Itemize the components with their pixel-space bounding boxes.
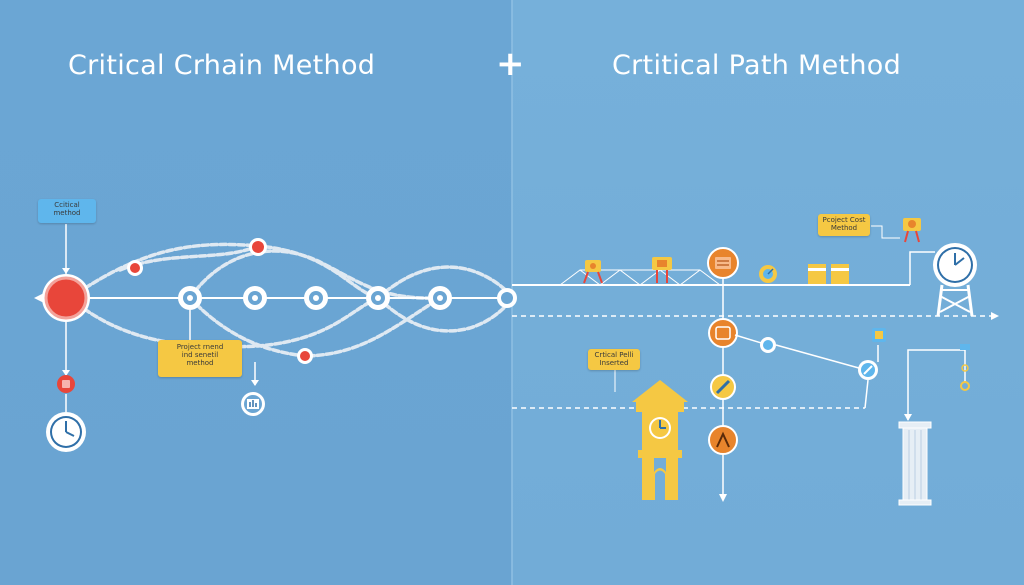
critical-path-inserted-note: Crtical Pelli Inserted <box>588 349 640 370</box>
orange-node-mid[interactable] <box>708 318 738 348</box>
gear-node[interactable] <box>366 286 390 310</box>
orange-node-low[interactable] <box>708 425 738 455</box>
chain-link-upper-2 <box>188 249 442 300</box>
gear-node[interactable] <box>304 286 328 310</box>
sign-icon <box>652 257 672 283</box>
gear-node[interactable] <box>497 288 517 308</box>
small-check-node[interactable] <box>760 337 776 353</box>
clock-tower-icon <box>933 243 977 317</box>
hook-icon <box>960 344 970 391</box>
critical-method-note: Ccitical method <box>38 199 96 223</box>
easel-icon <box>583 260 603 284</box>
gear-node[interactable] <box>243 286 267 310</box>
small-red-badge <box>57 375 75 393</box>
axis-arrow-left <box>34 293 44 303</box>
plus-icon: + <box>496 44 525 84</box>
yellow-node[interactable] <box>710 374 736 400</box>
chain-link-lower-1 <box>68 296 380 349</box>
chart-icon <box>241 392 265 416</box>
gear-node[interactable] <box>428 286 452 310</box>
marker-icon <box>903 218 921 243</box>
pencil-node[interactable] <box>858 360 878 380</box>
gear-node[interactable] <box>178 286 202 310</box>
right-panel <box>512 0 1024 585</box>
clock-icon <box>46 412 86 452</box>
chain-link-lower-3 <box>376 296 514 333</box>
red-chain-node[interactable] <box>249 238 267 256</box>
project-cost-method-note: Pcoject Cost Method <box>818 214 870 236</box>
column-icon <box>898 421 932 506</box>
orange-node-top[interactable] <box>707 247 739 279</box>
tower-icon <box>632 380 688 500</box>
start-node[interactable] <box>42 274 90 322</box>
right-title: Crtitical Path Method <box>612 50 902 81</box>
red-chain-node[interactable] <box>297 348 313 364</box>
project-method-note: Project rnend ind senetil method <box>158 340 242 377</box>
small-blue-icon <box>872 328 886 342</box>
chain-link-upper-3 <box>376 265 514 300</box>
stacked-boxes <box>808 264 849 284</box>
gauge-icon <box>759 265 777 283</box>
left-title: Critical Crhain Method <box>68 50 376 81</box>
red-chain-node[interactable] <box>127 260 143 276</box>
